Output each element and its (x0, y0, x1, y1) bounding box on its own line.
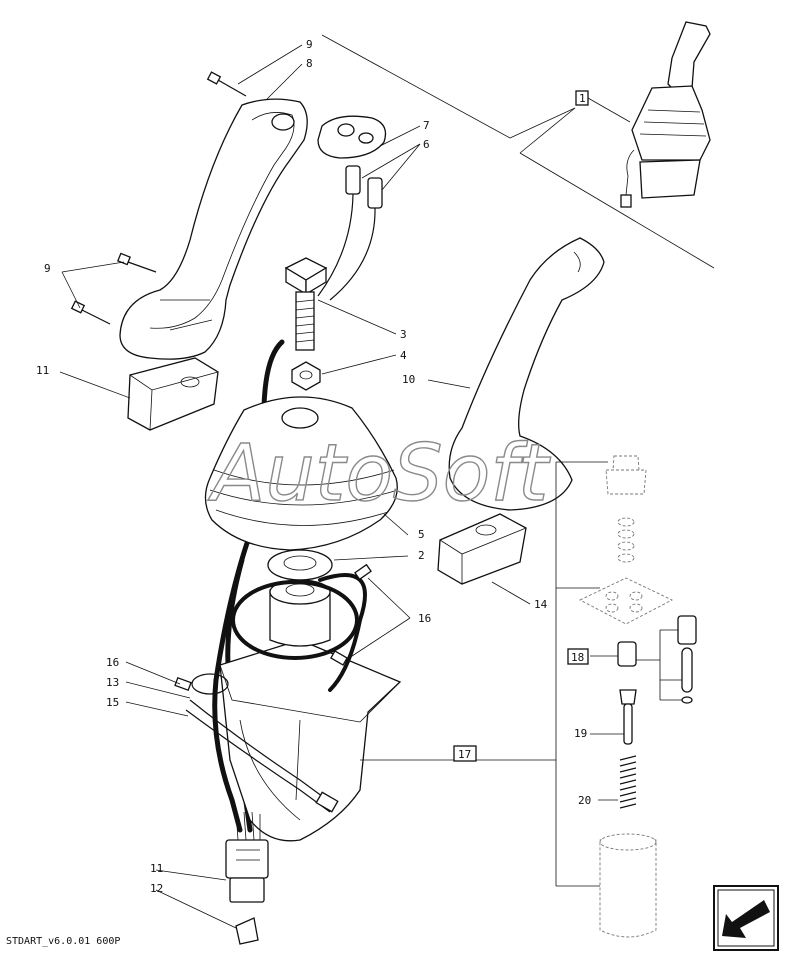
callout-14: 14 (534, 598, 548, 611)
handle-housing-part-8 (119, 98, 308, 360)
callout-11-connector: 11 (150, 862, 163, 875)
callout-box-17 (453, 745, 477, 762)
callout-4: 4 (400, 349, 407, 362)
pad-part-14 (437, 513, 527, 585)
callout-16-left: 16 (106, 656, 119, 669)
screw-part-9-left-lower (70, 300, 111, 325)
callout-labels: 1 9 8 7 6 9 3 4 10 11 5 2 14 16 16 13 15… (36, 38, 591, 895)
connector-part-11 (225, 809, 269, 903)
callout-16-right: 16 (418, 612, 431, 625)
callout-box-18 (567, 648, 589, 665)
bolt-part-3 (284, 257, 328, 351)
inset-joystick-assembly (321, 21, 715, 269)
callout-15: 15 (106, 696, 119, 709)
arrow-down-left-icon[interactable] (713, 885, 779, 951)
callout-6: 6 (423, 138, 430, 151)
leader-lines (59, 44, 631, 929)
internal-components-column (482, 455, 697, 938)
cover-part-7 (317, 115, 387, 159)
washer-part-2 (267, 549, 333, 581)
drawing-code: STDART_v6.0.01 600P (6, 936, 120, 947)
callout-5: 5 (418, 528, 425, 541)
callout-20: 20 (578, 794, 591, 807)
grip-shell-part-10 (448, 237, 605, 511)
callout-18: 18 (571, 651, 584, 664)
plugs-part-6 (317, 165, 383, 301)
callout-17: 17 (458, 748, 471, 761)
callout-8: 8 (306, 57, 313, 70)
callout-9-top: 9 (306, 38, 313, 51)
nut-part-4 (291, 361, 321, 391)
callout-9-left: 9 (44, 262, 51, 275)
callout-12: 12 (150, 882, 163, 895)
screw-part-9-left-upper (117, 252, 157, 273)
callout-19: 19 (574, 727, 587, 740)
screw-part-9-top (206, 71, 247, 97)
callout-10: 10 (402, 373, 415, 386)
callout-3: 3 (400, 328, 407, 341)
callout-box-1 (575, 90, 589, 106)
harness-loop (185, 573, 367, 813)
watermark: AutoSoft (207, 429, 551, 519)
boot-part-5 (204, 396, 399, 551)
callout-1: 1 (579, 92, 586, 105)
rubber-pad-part-11 (127, 357, 219, 431)
callout-13: 13 (106, 676, 119, 689)
callout-7: 7 (423, 119, 430, 132)
base-assembly-part-17 (219, 579, 402, 842)
clip-part-12 (235, 917, 259, 945)
callout-2: 2 (418, 549, 425, 562)
callout-11-pad: 11 (36, 364, 49, 377)
cable-tie-part-16 (174, 563, 372, 695)
